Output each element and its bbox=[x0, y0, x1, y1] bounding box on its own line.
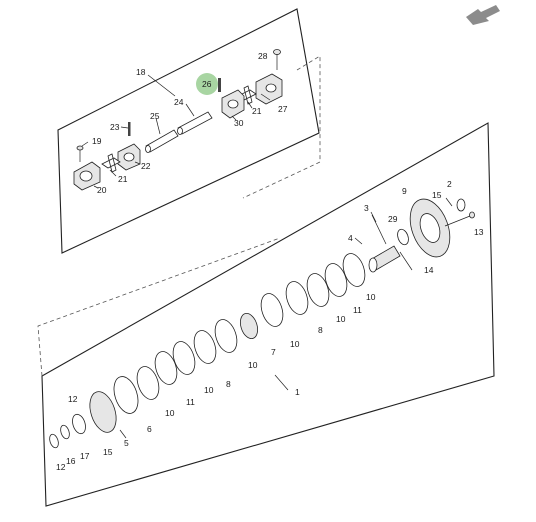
callout-2[interactable]: 2 bbox=[447, 179, 452, 189]
callout-1[interactable]: 1 bbox=[295, 387, 300, 397]
callout-15-upper[interactable]: 15 bbox=[432, 190, 442, 200]
disc[interactable] bbox=[282, 279, 312, 318]
disc[interactable] bbox=[237, 311, 260, 341]
callout-14[interactable]: 14 bbox=[424, 265, 434, 275]
back-arrow-icon[interactable] bbox=[466, 5, 500, 25]
highlight-marker[interactable] bbox=[196, 73, 218, 95]
bolt-13[interactable] bbox=[444, 211, 475, 227]
callout-27[interactable]: 27 bbox=[278, 104, 288, 114]
housing-9[interactable] bbox=[403, 194, 457, 263]
callout-26[interactable]: 26 bbox=[202, 79, 212, 89]
callout-10-a[interactable]: 10 bbox=[366, 292, 376, 302]
disc-stack bbox=[48, 251, 369, 449]
pin-26[interactable] bbox=[218, 78, 221, 92]
callout-10-c[interactable]: 10 bbox=[290, 339, 300, 349]
callout-17[interactable]: 17 bbox=[80, 451, 90, 461]
callout-21-upper[interactable]: 21 bbox=[252, 106, 262, 116]
disc[interactable] bbox=[190, 328, 220, 367]
callout-16[interactable]: 16 bbox=[66, 456, 76, 466]
callout-3[interactable]: 3 bbox=[364, 203, 369, 213]
callout-30[interactable]: 30 bbox=[234, 118, 244, 128]
yoke-27[interactable] bbox=[255, 73, 283, 105]
disc[interactable] bbox=[303, 271, 333, 310]
callout-10-f[interactable]: 10 bbox=[165, 408, 175, 418]
callout-9[interactable]: 9 bbox=[402, 186, 407, 196]
callout-13[interactable]: 13 bbox=[474, 227, 484, 237]
yoke-20[interactable] bbox=[73, 161, 101, 191]
upper-panel: 18 28 26 24 21 27 25 30 23 19 22 21 20 bbox=[57, 8, 321, 254]
disc[interactable] bbox=[211, 317, 241, 356]
ring-29[interactable] bbox=[396, 228, 411, 246]
callout-12-top[interactable]: 12 bbox=[68, 394, 78, 404]
callout-20[interactable]: 20 bbox=[97, 185, 107, 195]
bolt-14[interactable] bbox=[399, 251, 413, 271]
disc[interactable] bbox=[151, 349, 181, 388]
cross-21-lower[interactable] bbox=[101, 153, 121, 173]
bolt-3[interactable] bbox=[371, 214, 387, 245]
callout-29[interactable]: 29 bbox=[388, 214, 398, 224]
callout-6[interactable]: 6 bbox=[147, 424, 152, 434]
yoke-30[interactable] bbox=[221, 89, 245, 119]
lower-panel: 3 29 9 15 2 13 4 14 10 11 10 8 10 7 10 1… bbox=[37, 122, 495, 507]
disc[interactable] bbox=[339, 251, 369, 290]
disc[interactable] bbox=[321, 261, 351, 300]
callout-15-lower[interactable]: 15 bbox=[103, 447, 113, 457]
callout-18[interactable]: 18 bbox=[136, 67, 146, 77]
callout-23[interactable]: 23 bbox=[110, 122, 120, 132]
callout-10-b[interactable]: 10 bbox=[336, 314, 346, 324]
callout-10-e[interactable]: 10 bbox=[204, 385, 214, 395]
callout-11-a[interactable]: 11 bbox=[353, 305, 362, 315]
callout-21-lower[interactable]: 21 bbox=[118, 174, 128, 184]
tube-25[interactable] bbox=[145, 129, 179, 153]
pin-23[interactable] bbox=[128, 122, 131, 136]
ring-2[interactable] bbox=[456, 198, 466, 212]
disc[interactable] bbox=[110, 374, 143, 417]
callout-4[interactable]: 4 bbox=[348, 233, 353, 243]
bolt-28[interactable] bbox=[273, 49, 281, 71]
callout-5[interactable]: 5 bbox=[124, 438, 129, 448]
callout-10-d[interactable]: 10 bbox=[248, 360, 258, 370]
callout-8-b[interactable]: 8 bbox=[226, 379, 231, 389]
tube-24[interactable] bbox=[177, 111, 213, 135]
disc[interactable] bbox=[70, 413, 88, 436]
callout-11-b[interactable]: 11 bbox=[186, 397, 195, 407]
disc[interactable] bbox=[48, 433, 60, 449]
callout-28[interactable]: 28 bbox=[258, 51, 268, 61]
callout-12-bottom[interactable]: 12 bbox=[56, 462, 66, 472]
callout-25[interactable]: 25 bbox=[150, 111, 160, 121]
hub-4[interactable] bbox=[368, 245, 401, 273]
callout-24[interactable]: 24 bbox=[174, 97, 184, 107]
callout-7[interactable]: 7 bbox=[271, 347, 276, 357]
callout-19[interactable]: 19 bbox=[92, 136, 102, 146]
callout-8-a[interactable]: 8 bbox=[318, 325, 323, 335]
disc[interactable] bbox=[59, 424, 71, 440]
disc[interactable] bbox=[85, 388, 121, 435]
disc[interactable] bbox=[257, 291, 287, 330]
callout-22[interactable]: 22 bbox=[141, 161, 151, 171]
disc[interactable] bbox=[133, 364, 163, 403]
yoke-22[interactable] bbox=[117, 143, 141, 171]
disc[interactable] bbox=[169, 339, 199, 378]
bolt-19[interactable] bbox=[76, 145, 84, 162]
